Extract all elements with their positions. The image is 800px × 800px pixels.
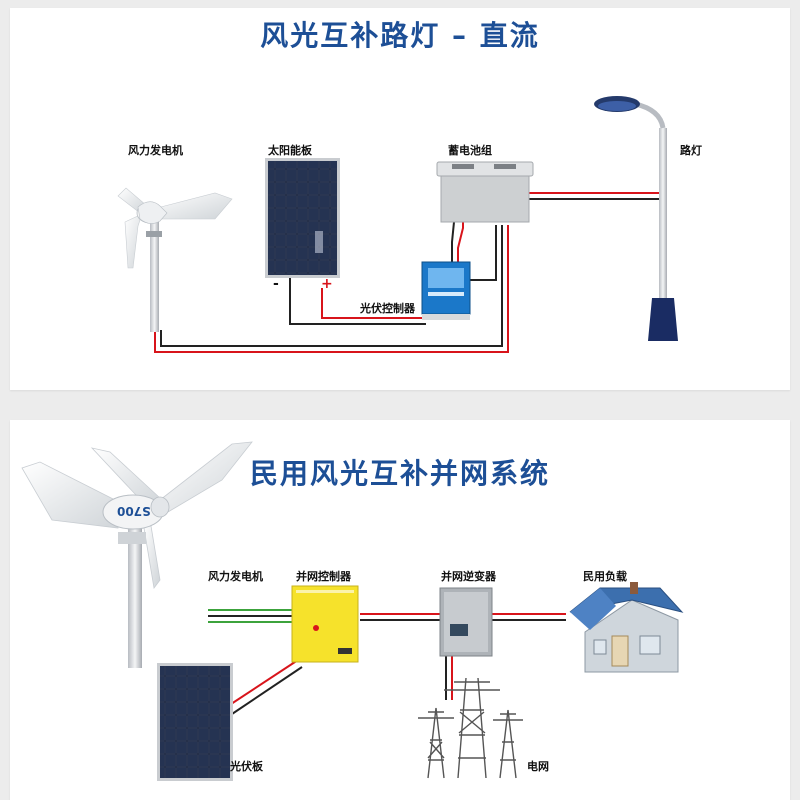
large-wind-turbine-icon (21, 441, 253, 668)
turbine-model-label: S700 (117, 504, 151, 518)
label-plus: + (321, 276, 333, 292)
label-grid-controller: 并网控制器 (296, 570, 351, 583)
wind-turbine-icon (117, 187, 233, 332)
label-wind-turbine: 风力发电机 (128, 144, 183, 157)
label-power-grid: 电网 (527, 760, 549, 773)
house-icon (569, 582, 684, 673)
grid-controller-icon (291, 585, 359, 663)
label-household-load: 民用负载 (583, 570, 627, 583)
label-street-light: 路灯 (680, 144, 702, 157)
grid-inverter-icon (439, 587, 493, 657)
bottom-diagram-title: 民用风光互补并网系统 (249, 457, 550, 490)
label-pv-panel: 光伏板 (230, 760, 263, 773)
label-pv-controller: 光伏控制器 (360, 302, 415, 315)
label-grid-inverter: 并网逆变器 (441, 570, 496, 583)
street-light-icon (594, 96, 678, 341)
label-battery: 蓄电池组 (448, 144, 492, 157)
bottom-wires (208, 609, 566, 715)
solar-panel-icon (265, 158, 340, 278)
battery-icon (436, 161, 534, 223)
label-solar-panel: 太阳能板 (268, 144, 312, 157)
label-minus: - (273, 276, 279, 292)
pv-controller-icon (421, 261, 471, 320)
top-diagram-title: 风光互补路灯 – 直流 (260, 19, 540, 52)
label-wind-turbine-bottom: 风力发电机 (208, 570, 263, 583)
power-grid-towers-icon (418, 677, 523, 779)
pv-panel-icon (157, 663, 233, 781)
top-wires (154, 192, 663, 353)
